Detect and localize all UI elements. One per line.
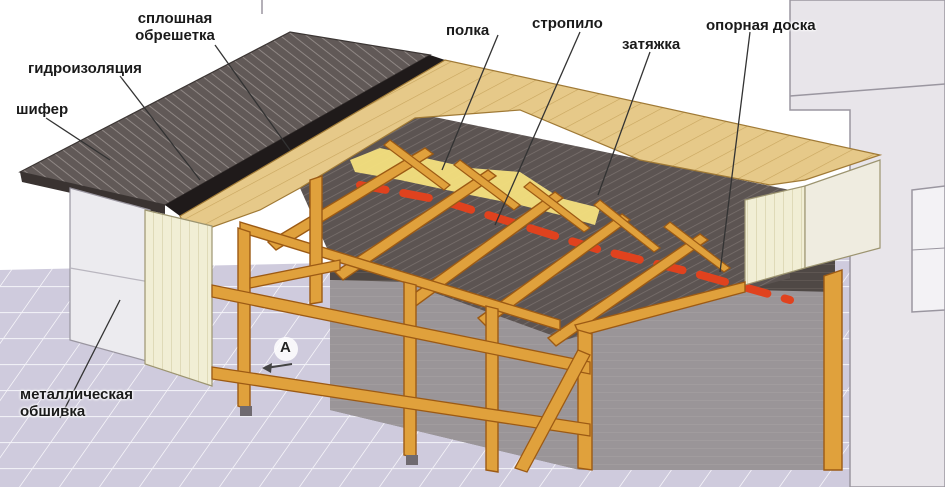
diagonal-brace [514, 349, 591, 473]
label-solid-sheathing-line1: сплошная [137, 10, 213, 27]
cladding-front [144, 209, 213, 387]
label-solid-sheathing-line2: обрешетка [135, 27, 215, 44]
pipe [356, 181, 794, 304]
roof-sheathing [179, 59, 883, 236]
label-rafter: стропило [532, 15, 603, 32]
label-tie-beam: затяжка [622, 36, 681, 53]
label-metal-cladding-line1: металлическая [20, 386, 134, 403]
label-slate: шифер [16, 101, 69, 118]
view-marker-a: A [280, 339, 291, 356]
frame-rails [211, 259, 591, 437]
leader-lines [45, 31, 751, 419]
label-shelf: полка [446, 22, 490, 39]
label-waterproofing: гидроизоляция [28, 60, 142, 77]
label-support-board: опорная доска [706, 17, 816, 34]
tie-beams [383, 139, 732, 273]
cladding-right [744, 185, 806, 286]
roof-membrane [165, 55, 445, 216]
label-metal-cladding: металлическая обшивка [20, 386, 133, 420]
label-metal-cladding-line2: обшивка [20, 403, 86, 420]
label-solid-sheathing: сплошная обрешетка [120, 10, 230, 44]
rafters [266, 147, 710, 347]
